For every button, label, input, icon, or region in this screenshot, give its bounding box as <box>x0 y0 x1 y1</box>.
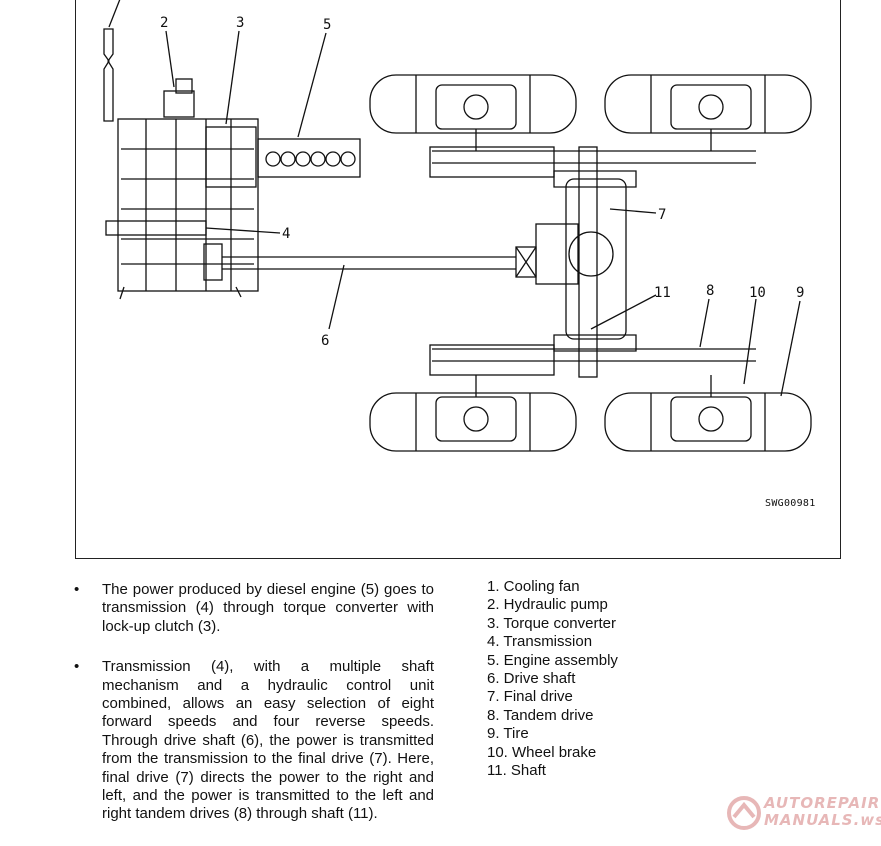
bullet-symbol: • <box>74 658 80 676</box>
callout-4: 4 <box>282 226 290 242</box>
parts-list-item: 4. Transmission <box>487 633 593 651</box>
callout-8: 8 <box>706 283 714 299</box>
bullet-text: The power produced by diesel engine (5) … <box>102 581 434 635</box>
parts-list-item: 8. Tandem drive <box>487 706 594 724</box>
callout-2: 2 <box>160 15 168 31</box>
engine-assembly <box>257 138 361 178</box>
callout-10: 10 <box>749 285 766 301</box>
drive-shaft <box>222 246 537 278</box>
diagram-frame: 2 3 5 4 6 7 11 8 10 9 SWG00981 <box>75 0 841 559</box>
watermark-line2: MANUALS.ws <box>764 811 881 829</box>
bullet-item: • Transmission (4), with a multiple shaf… <box>74 658 434 824</box>
drivetrain-diagram: 2 3 5 4 6 7 11 8 10 9 <box>103 0 812 452</box>
watermark-logo-icon <box>727 796 761 830</box>
description-bullets: • The power produced by diesel engine (5… <box>74 581 434 846</box>
transmission-housing <box>105 78 259 300</box>
parts-list-item: 6. Drive shaft <box>487 670 576 688</box>
callout-3: 3 <box>236 15 244 31</box>
parts-list-item: 2. Hydraulic pump <box>487 596 608 614</box>
parts-list-item: 1. Cooling fan <box>487 578 580 595</box>
parts-list-item: 11. Shaft <box>487 762 546 780</box>
figure-id: SWG00981 <box>765 498 816 509</box>
parts-list-item: 3. Torque converter <box>487 614 616 632</box>
parts-list-item: 10. Wheel brake <box>487 743 597 761</box>
final-drive <box>535 146 637 378</box>
tires <box>369 74 812 452</box>
parts-list: 1. Cooling fan 2. Hydraulic pump 3. Torq… <box>487 578 618 780</box>
bullet-symbol: • <box>74 581 80 598</box>
callout-5: 5 <box>323 17 331 33</box>
parts-list-item: 9. Tire <box>487 725 529 743</box>
cross-shafts <box>429 146 756 376</box>
watermark-line1: AUTOREPAIR <box>764 794 881 812</box>
leader-lines <box>165 30 801 397</box>
callout-9: 9 <box>796 285 804 301</box>
callout-6: 6 <box>321 333 329 349</box>
callout-11: 11 <box>654 285 671 301</box>
parts-list-item: 7. Final drive <box>487 688 573 706</box>
bullet-item: • The power produced by diesel engine (5… <box>74 581 434 636</box>
bullet-text: Transmission (4), with a multiple shaft … <box>102 658 434 823</box>
tandem-drives <box>435 84 752 442</box>
watermark: AUTOREPAIR MANUALS.ws <box>726 793 881 833</box>
callout-7: 7 <box>658 207 666 223</box>
parts-list-item: 5. Engine assembly <box>487 651 618 669</box>
cooling-fan <box>103 0 121 122</box>
